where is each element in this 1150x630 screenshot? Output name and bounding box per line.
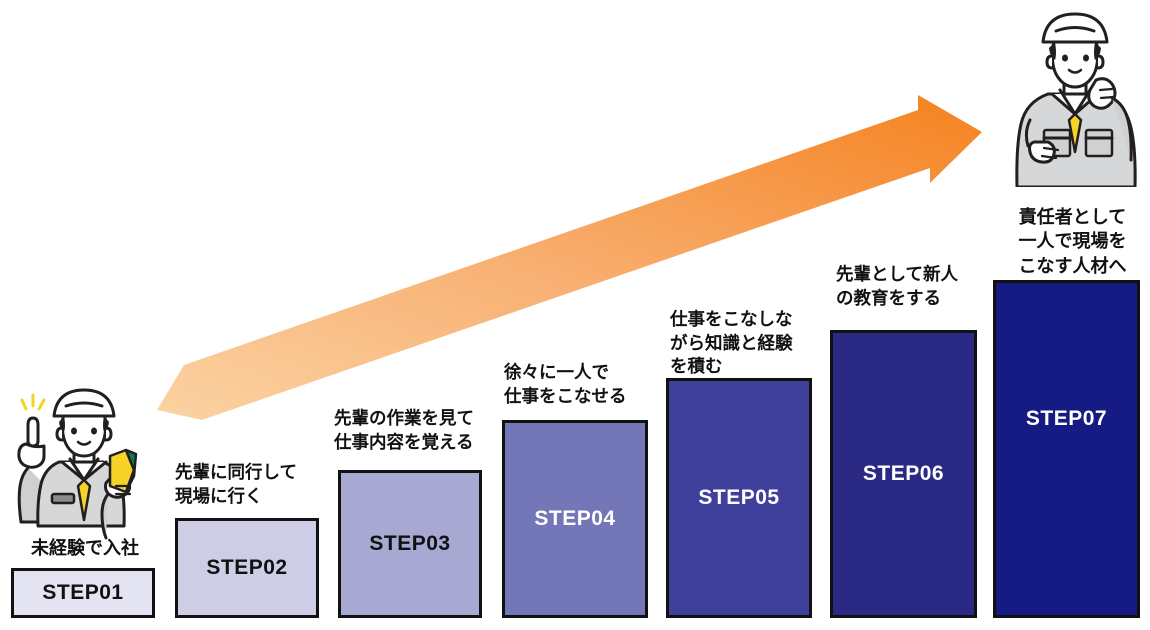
bar-step06[interactable]: STEP06 bbox=[830, 330, 977, 618]
caption-step06: 先輩として新人 の教育をする bbox=[836, 264, 958, 308]
bar-step02[interactable]: STEP02 bbox=[175, 518, 319, 618]
bar-label-step05: STEP05 bbox=[698, 486, 780, 509]
caption-step04: 徐々に一人で 仕事をこなせる bbox=[504, 362, 627, 406]
senior-worker-illustration bbox=[1000, 2, 1150, 189]
bar-step07[interactable]: STEP07 bbox=[993, 280, 1140, 618]
bar-step01[interactable]: STEP01 bbox=[11, 568, 155, 618]
bar-label-step04: STEP04 bbox=[534, 507, 616, 530]
novice-worker-caption: 未経験で入社 bbox=[31, 538, 139, 558]
bar-step04[interactable]: STEP04 bbox=[502, 420, 648, 618]
caption-step05: 仕事をこなしな がら知識と経験 を積む bbox=[670, 309, 793, 377]
bar-label-step01: STEP01 bbox=[42, 581, 124, 604]
bar-label-step03: STEP03 bbox=[369, 532, 451, 555]
bar-label-step06: STEP06 bbox=[862, 462, 945, 485]
novice-worker-illustration bbox=[4, 382, 164, 542]
bar-label-step02: STEP02 bbox=[206, 556, 288, 579]
caption-step03: 先輩の作業を見て 仕事内容を覚える bbox=[334, 408, 474, 452]
senior-worker-caption: 責任者として 一人で現場を こなす人材へ bbox=[1018, 207, 1127, 276]
bar-step03[interactable]: STEP03 bbox=[338, 470, 482, 618]
caption-step02: 先輩に同行して 現場に行く bbox=[175, 462, 297, 506]
bar-step05[interactable]: STEP05 bbox=[666, 378, 812, 618]
bar-label-step07: STEP07 bbox=[1025, 407, 1108, 430]
